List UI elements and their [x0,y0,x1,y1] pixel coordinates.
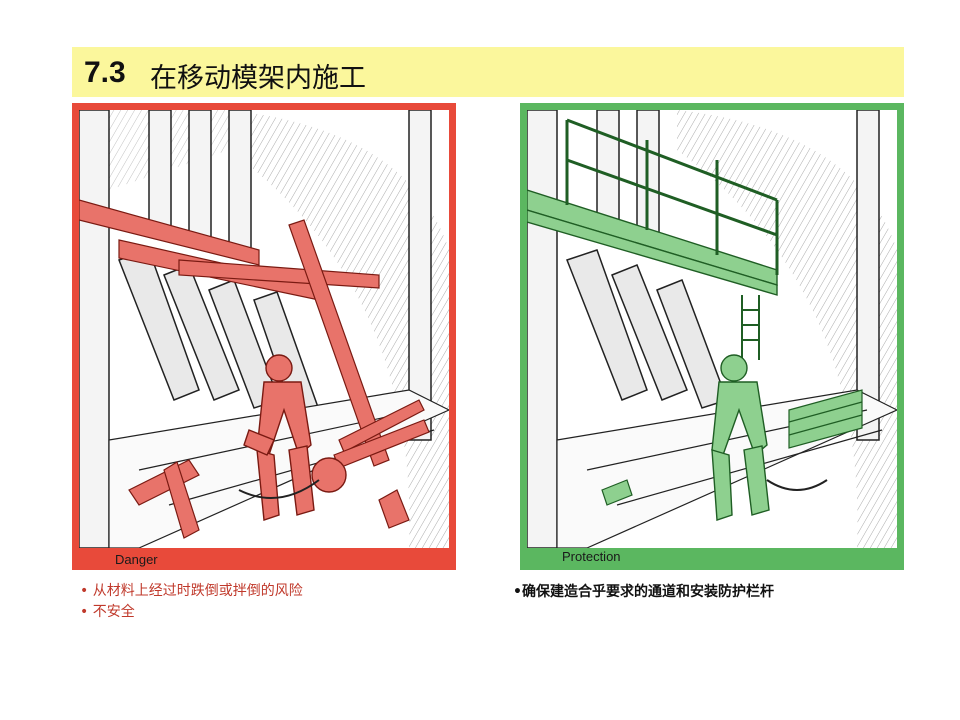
protection-note-item: •确保建造合乎要求的通道和安装防护栏杆 [513,584,774,600]
tunnel-formwork-illustration [527,110,897,548]
tunnel-formwork-illustration [79,110,449,548]
protection-panel: Protection [520,103,904,570]
protection-illustration [527,110,897,548]
danger-notes: • 从材料上经过时跌倒或拌倒的风险 • 不安全 [80,581,303,623]
protection-caption: Protection [562,549,621,564]
slide-title-bar: 7.3 在移动模架内施工 [72,47,904,97]
section-number: 7.3 [84,56,126,89]
danger-panel: Danger [72,103,456,570]
slide-title: 在移动模架内施工 [150,63,366,94]
protection-notes: •确保建造合乎要求的通道和安装防护栏杆 [513,582,774,603]
danger-caption: Danger [115,552,158,567]
danger-illustration [79,110,449,548]
danger-note-item: • 不安全 [80,604,135,620]
danger-note-item: • 从材料上经过时跌倒或拌倒的风险 [80,583,303,599]
